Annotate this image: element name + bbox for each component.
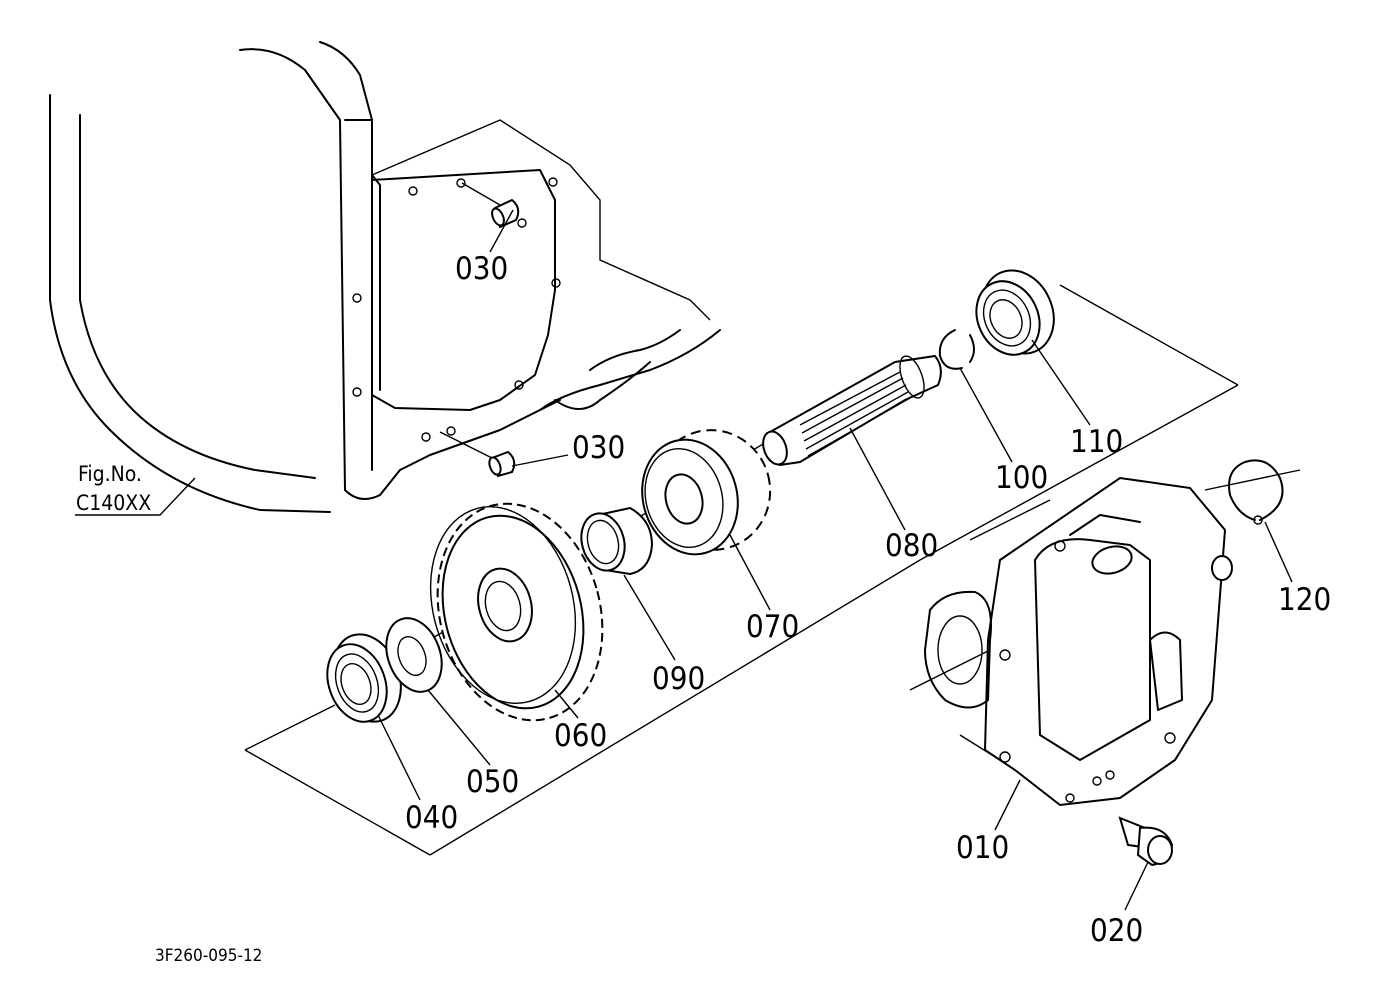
- label-100: 100: [995, 460, 1048, 496]
- drawing-code: 3F260-095-12: [155, 946, 262, 966]
- fig-no-value: C140XX: [76, 491, 151, 515]
- label-080: 080: [885, 528, 938, 564]
- label-120: 120: [1278, 582, 1331, 618]
- label-070: 070: [746, 609, 799, 645]
- label-090: 090: [652, 661, 705, 697]
- label-010: 010: [956, 830, 1009, 866]
- dowel-pin-030-lower: [488, 450, 516, 478]
- leader-lines: [75, 209, 1293, 911]
- label-110: 110: [1070, 424, 1123, 460]
- splined-shaft-080: [762, 354, 942, 467]
- bearing-110: [975, 269, 1055, 356]
- gear-070: [641, 429, 772, 556]
- label-060: 060: [554, 718, 607, 754]
- collar-090: [580, 506, 654, 576]
- label-030-lower: 030: [572, 430, 625, 466]
- label-040: 040: [405, 800, 458, 836]
- circlip-120: [1228, 459, 1284, 525]
- label-050: 050: [466, 764, 519, 800]
- label-030-upper: 030: [455, 251, 508, 287]
- transmission-housing: [49, 41, 721, 513]
- drain-plug-020: [1118, 816, 1174, 867]
- dowel-pin-030-upper: [491, 198, 520, 229]
- gear-case-010: [924, 476, 1233, 807]
- snap-ring-100: [938, 329, 975, 370]
- thrust-washer-050: [385, 617, 443, 693]
- bearing-040: [326, 633, 402, 723]
- fig-no-label: Fig.No.: [78, 462, 142, 486]
- gear-060: [429, 502, 604, 722]
- label-020: 020: [1090, 913, 1143, 949]
